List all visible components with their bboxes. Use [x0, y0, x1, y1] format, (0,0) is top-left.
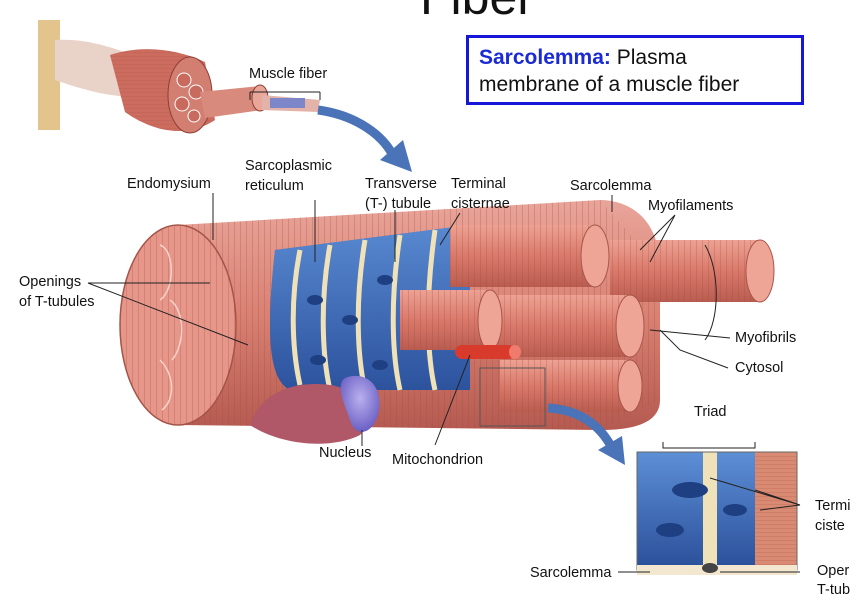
label-muscle-fiber: Muscle fiber	[249, 66, 328, 82]
triad-arrowhead-icon	[598, 436, 625, 465]
zoom-arrow-icon	[317, 105, 400, 162]
label-cytosol: Cytosol	[735, 360, 784, 376]
definition-box: Sarcolemma: Plasma membrane of a muscle …	[466, 35, 804, 105]
triad-highlight-box	[479, 367, 546, 427]
label-terminal-cisternae-1: Termi	[815, 498, 851, 514]
label-mitochondrion: Mitochondrion	[392, 452, 484, 468]
label-sarcoplasmic-2: reticulum	[245, 178, 304, 194]
definition-text-line1: Plasma	[616, 46, 687, 69]
label-openings-1: Openings	[19, 274, 82, 290]
label-sarcoplasmic-1: Sarcoplasmic	[245, 158, 333, 174]
zoom-arrowhead-icon	[380, 140, 412, 172]
label-sarcolemma-top: Sarcolemma	[570, 178, 652, 194]
nucleus-shape	[250, 375, 380, 444]
myofibrils-group	[400, 224, 775, 413]
label-sarcolemma-bottom: Sarcolemma	[530, 565, 612, 581]
page-title: Fiber	[420, 0, 534, 22]
muscle-bundle-icon	[38, 20, 320, 134]
label-terminal-1: Terminal	[451, 176, 506, 192]
label-openings-2: of T-tubules	[19, 294, 95, 310]
label-triad: Triad	[694, 404, 727, 420]
mitochondrion-shape	[455, 345, 521, 359]
label-endomysium: Endomysium	[127, 176, 211, 192]
label-terminal-2: cisternae	[451, 196, 510, 212]
label-myofibrils: Myofibrils	[735, 330, 797, 346]
triad-inset	[636, 451, 798, 575]
definition-text-line2: membrane of a muscle fiber	[479, 73, 740, 96]
label-transverse-2: (T-) tubule	[365, 196, 432, 212]
triad-arrow-icon	[547, 403, 616, 451]
label-terminal-cisternae-2: ciste	[815, 518, 845, 534]
label-openings-t-tubule-1: Oper	[817, 563, 850, 579]
label-myofilaments: Myofilaments	[648, 198, 734, 214]
label-transverse-1: Transverse	[365, 176, 437, 192]
label-nucleus: Nucleus	[319, 445, 372, 461]
definition-term: Sarcolemma:	[479, 46, 611, 69]
leader-lines	[87, 91, 801, 573]
label-openings-t-tubule-2: T-tub	[817, 582, 851, 598]
